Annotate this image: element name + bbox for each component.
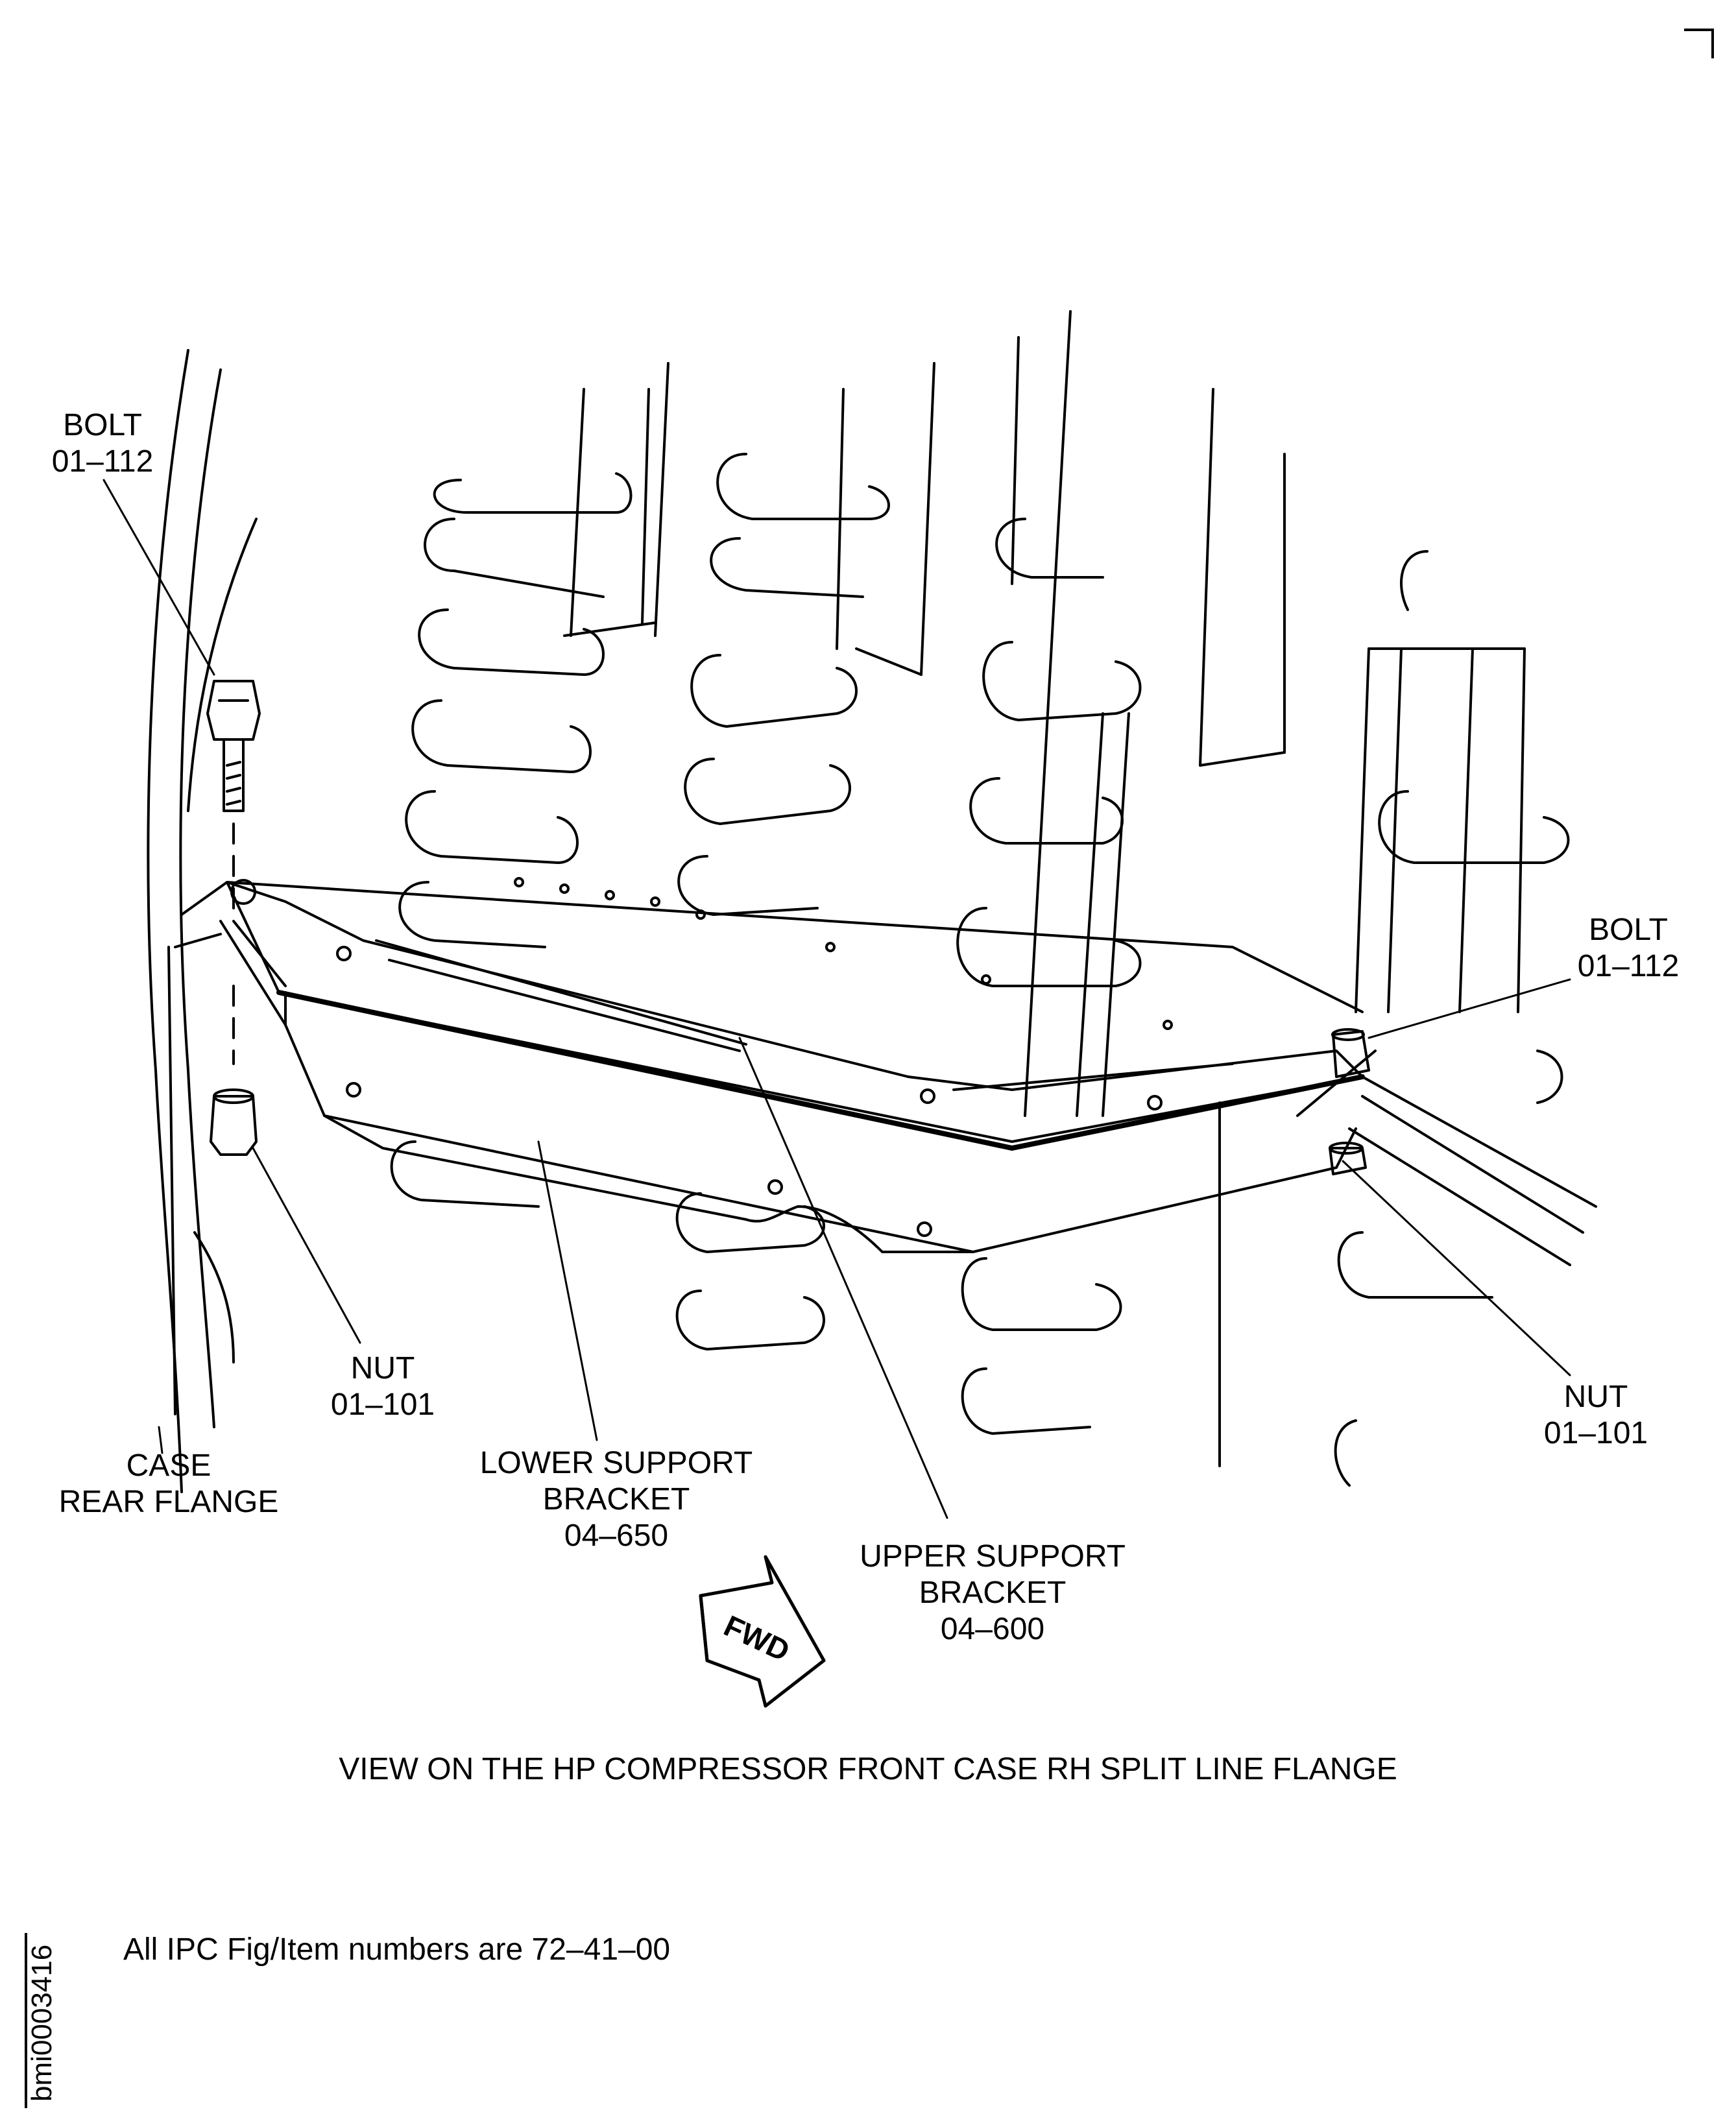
nut-left-label-number: 01–101	[330, 1387, 435, 1422]
case-rear-flange-outline	[147, 349, 1364, 1493]
nut-right-label-number: 01–101	[1543, 1416, 1648, 1450]
nut-left-label: NUT 01–101	[318, 1351, 448, 1423]
bolt-right-label-number: 01–112	[1577, 949, 1680, 983]
nut-right-label: NUT 01–101	[1531, 1379, 1661, 1452]
lower-support-bracket-label: LOWER SUPPORT BRACKET 04–650	[454, 1445, 778, 1554]
case-rear-flange-label-line2: REAR FLANGE	[58, 1485, 279, 1519]
nut-left-part	[210, 985, 258, 1156]
bolt-right-label: BOLT 01–112	[1557, 912, 1700, 985]
bolt-right-part	[1331, 1028, 1370, 1078]
flange-continuation-right	[1296, 1050, 1597, 1266]
upper-support-bracket-label-number: 04–600	[940, 1612, 1045, 1646]
document-id-bar	[25, 1933, 27, 2108]
nut-left-label-name: NUT	[350, 1351, 415, 1386]
compressor-vanes	[390, 453, 1570, 1487]
leader-lines	[102, 479, 1571, 1519]
nut-right-part	[1329, 1142, 1367, 1175]
upper-support-bracket-label-line1: UPPER SUPPORT	[860, 1539, 1126, 1574]
bolt-left-label: BOLT 01–112	[38, 407, 167, 480]
figure-caption: VIEW ON THE HP COMPRESSOR FRONT CASE RH …	[339, 1752, 1397, 1786]
fwd-arrow-label: FWD	[719, 1609, 795, 1668]
bolt-left-label-number: 01–112	[51, 444, 154, 479]
stator-rails	[563, 310, 1526, 1467]
upper-support-bracket-label-line2: BRACKET	[919, 1576, 1067, 1610]
upper-support-bracket-label: UPPER SUPPORT BRACKET 04–600	[830, 1539, 1155, 1648]
bolt-left-label-name: BOLT	[63, 408, 142, 442]
case-rear-flange-label-line1: CASE	[126, 1448, 211, 1483]
bolt-left-part	[206, 680, 261, 922]
lower-support-bracket-label-number: 04–650	[564, 1519, 669, 1553]
upper-support-bracket-shape	[226, 879, 1364, 1143]
document-id: bmi0003416	[26, 1944, 58, 2102]
lower-support-bracket-label-line2: BRACKET	[542, 1482, 690, 1517]
ipc-note: All IPC Fig/Item numbers are 72–41–00	[123, 1932, 671, 1967]
case-rear-flange-label: CASE REAR FLANGE	[39, 1448, 298, 1520]
nut-right-label-name: NUT	[1563, 1380, 1628, 1414]
lower-support-bracket-shape	[219, 920, 1365, 1253]
split-line-flange-holes	[514, 877, 1173, 1030]
bolt-right-label-name: BOLT	[1589, 913, 1668, 947]
lower-support-bracket-label-line1: LOWER SUPPORT	[479, 1446, 753, 1480]
corner-crop-mark	[1684, 29, 1714, 58]
fwd-arrow-icon	[699, 1555, 826, 1708]
